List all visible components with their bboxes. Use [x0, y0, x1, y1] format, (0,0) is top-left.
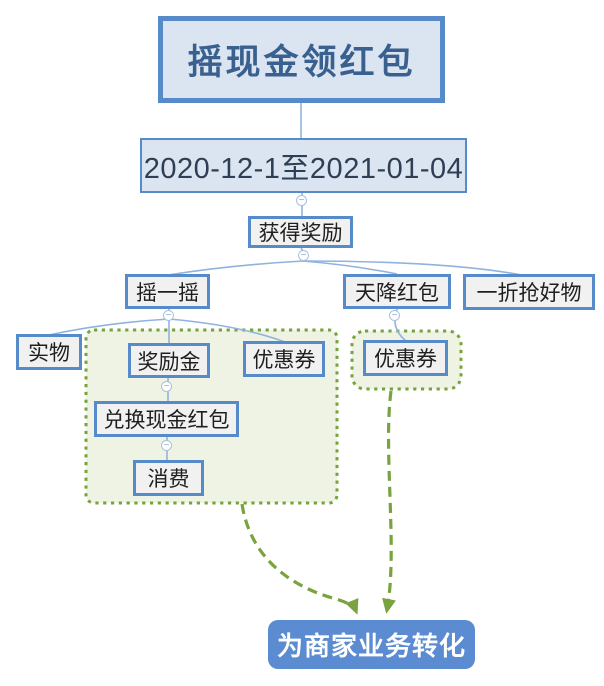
collapse-icon-reward[interactable]: − [298, 250, 309, 261]
connector-reward-sky [302, 260, 398, 275]
node-title[interactable]: 摇现金领红包 [158, 16, 445, 103]
node-coupon-under-sky[interactable]: 优惠券 [363, 340, 448, 376]
node-physical-goods[interactable]: 实物 [16, 334, 82, 370]
node-date-range[interactable]: 2020-12-1至2021-01-04 [140, 138, 467, 193]
node-business-conversion[interactable]: 为商家业务转化 [268, 620, 475, 669]
connector-shake-physical [48, 318, 170, 336]
node-bonus-money[interactable]: 奖励金 [128, 343, 210, 378]
collapse-icon-exchange[interactable]: − [161, 440, 172, 451]
tree-connectors [48, 103, 523, 460]
arrow-sky-to-conversion [382, 390, 396, 614]
node-coupon-under-shake[interactable]: 优惠券 [243, 341, 325, 377]
connector-reward-shake [167, 260, 304, 276]
connector-shake-coupon [168, 318, 286, 343]
collapse-icon-bonus[interactable]: − [161, 381, 172, 392]
arrow-shake-to-conversion [240, 503, 359, 615]
node-get-reward[interactable]: 获得奖励 [248, 216, 353, 248]
collapse-icon-shake[interactable]: − [163, 310, 174, 321]
node-shake[interactable]: 摇一摇 [125, 274, 210, 309]
collapse-icon-date[interactable]: − [296, 195, 307, 206]
connector-reward-discount [302, 260, 523, 276]
node-sky-red-packet[interactable]: 天降红包 [343, 274, 451, 309]
collapse-icon-sky[interactable]: − [389, 310, 400, 321]
node-discount-grab[interactable]: 一折抢好物 [463, 274, 595, 310]
relationship-arrows [240, 390, 396, 615]
node-exchange-cash[interactable]: 兑换现金红包 [94, 401, 239, 437]
node-consume[interactable]: 消费 [133, 460, 204, 496]
